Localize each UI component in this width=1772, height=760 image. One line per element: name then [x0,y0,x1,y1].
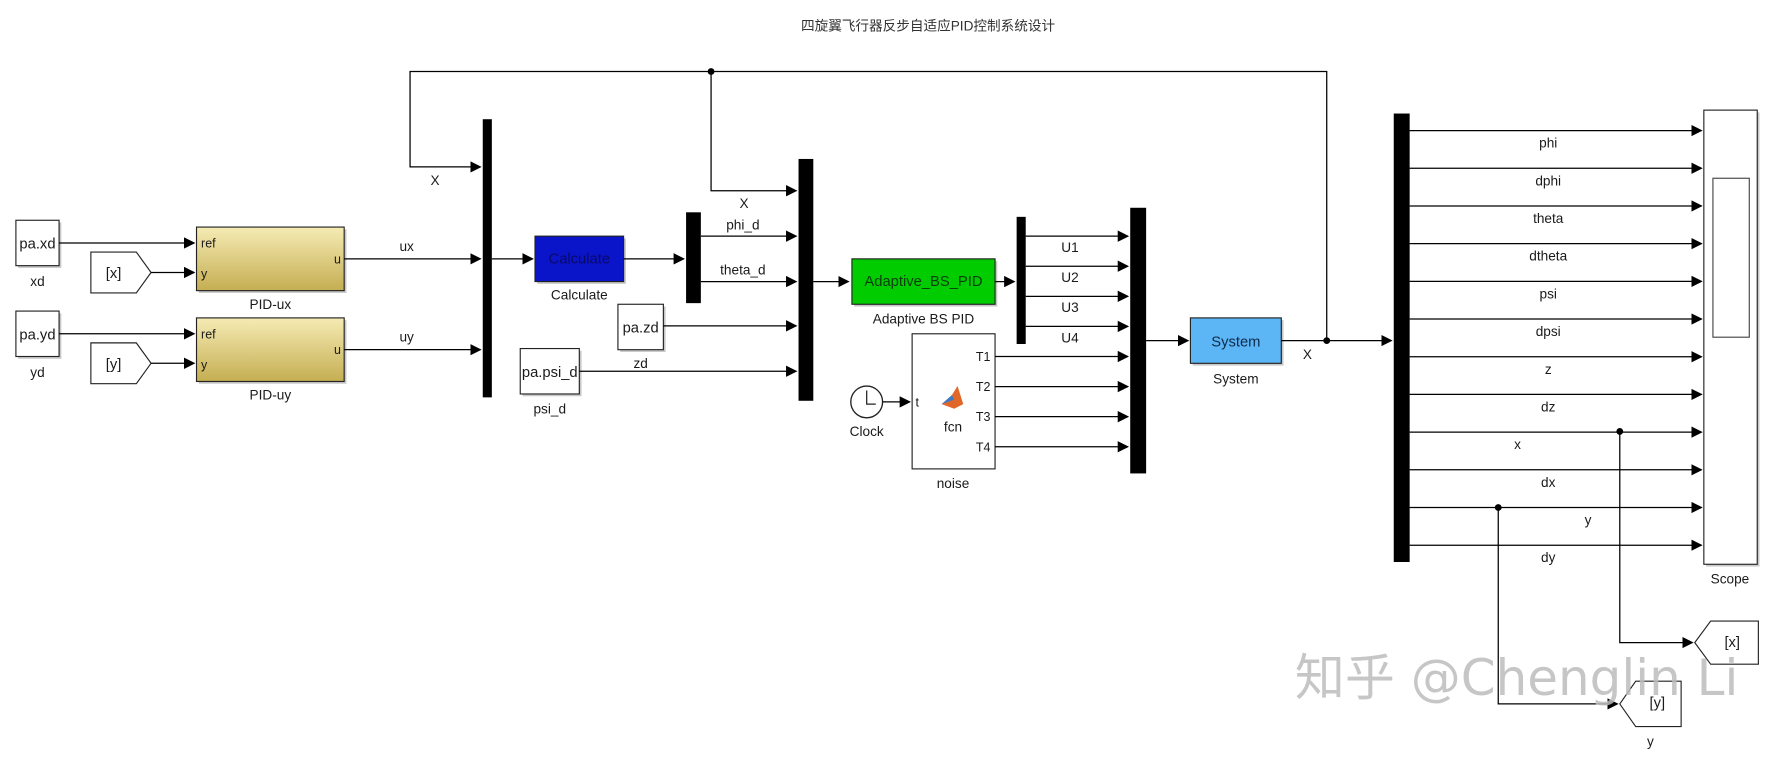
signal-zd-label: zd [633,356,647,371]
signal-dphi-label: dphi [1535,173,1561,188]
model-title: 四旋翼飞行器反步自适应PID控制系统设计 [801,18,1055,34]
signal-u1-label: U1 [1061,240,1078,255]
clock-label: Clock [850,424,884,439]
adaptive-bs-pid-text: Adaptive_BS_PID [864,274,982,290]
wire-y-to-goto[interactable] [1497,507,1619,710]
signal-u2-label: U2 [1061,270,1078,285]
noise-fcn-text: fcn [944,419,962,434]
signal-psi-label: psi [1540,286,1557,301]
clock-icon [866,390,876,405]
wire-x-to-goto[interactable] [1619,431,1694,649]
wire-x-feedback-2[interactable] [710,71,798,197]
wire-x-feedback-1[interactable] [409,70,1328,341]
signal-theta-label: theta [1533,211,1564,226]
signal-z-label: z [1545,362,1552,377]
demux-states[interactable] [1393,113,1410,562]
clock-block[interactable] [850,385,884,419]
pid-uy-port-u: u [334,343,341,357]
demux-1[interactable] [686,212,701,304]
calculate-label: Calculate [551,288,608,303]
zd-constant-value: pa.zd [623,321,659,337]
noise-label: noise [937,476,970,491]
yd-constant-value: pa.yd [19,327,55,343]
yd-constant-block[interactable]: pa.yd [15,310,62,359]
signal-u3-label: U3 [1061,300,1078,315]
pid-ux-port-ref: ref [201,237,216,251]
system-block-text: System [1211,334,1260,350]
system-label: System [1213,372,1258,387]
signal-theta-d-label: theta_d [720,263,765,278]
goto-x-block[interactable]: [x] [1694,620,1759,665]
pid-ux-port-y: y [201,267,208,281]
goto-y-block[interactable]: [y] [1619,680,1682,728]
noise-port-t2: T2 [976,380,991,394]
signal-dx-label: dx [1541,475,1556,490]
psi-d-constant-block[interactable]: pa.psi_d [519,347,582,397]
matlab-logo-icon [941,386,964,409]
demux-2[interactable] [1016,216,1026,345]
signal-uy-label: uy [399,330,414,345]
xd-constant-label: xd [30,274,44,289]
from-y-block[interactable]: [y] [90,342,152,385]
noise-port-t: t [916,395,920,409]
calculate-block-text: Calculate [549,251,611,267]
pid-uy-block[interactable]: ref y u [195,317,347,384]
scope-label: Scope [1711,572,1750,587]
pid-ux-port-u: u [334,252,341,266]
goto-x-tag: [x] [1724,635,1740,651]
xd-constant-value: pa.xd [19,237,55,253]
scope-screen-icon [1712,177,1750,338]
signal-y-label: y [1585,513,1592,528]
xd-constant-block[interactable]: pa.xd [15,219,62,268]
system-block[interactable]: System [1189,317,1284,366]
scope-block[interactable] [1703,109,1760,567]
zd-constant-block[interactable]: pa.zd [617,303,666,352]
psi-d-constant-value: pa.psi_d [522,365,578,381]
signal-x-label: x [1514,437,1521,452]
scope-signal-wires: phi dphi theta dtheta psi dpsi z dz x dx y dy [1409,124,1703,565]
signal-u4-label: U4 [1061,330,1079,345]
pid-uy-port-y: y [201,358,208,372]
signal-ux-label: ux [399,239,414,254]
noise-port-t3: T3 [976,410,991,424]
mux-1[interactable] [482,119,492,398]
from-x-block[interactable]: [x] [90,251,152,294]
pid-uy-port-ref: ref [201,327,216,341]
noise-port-t1: T1 [976,350,991,364]
pid-ux-label: PID-ux [250,297,292,312]
pid-ux-block[interactable]: ref y u [195,226,347,293]
branch-point-system [1323,337,1331,345]
signal-dtheta-label: dtheta [1529,249,1567,264]
psi-d-constant-label: psi_d [533,401,566,416]
mux-2[interactable] [798,158,814,401]
adaptive-bs-pid-label: Adaptive BS PID [873,312,975,327]
noise-port-t4: T4 [976,440,991,454]
signal-x-feedback-2-label: X [739,196,748,211]
signal-dz-label: dz [1541,399,1556,414]
calculate-block[interactable]: Calculate [534,235,626,284]
goto-y-label: y [1647,734,1654,749]
signal-x-feedback-1-label: X [431,173,440,188]
yd-constant-label: yd [30,365,44,380]
pid-uy-label: PID-uy [250,388,292,403]
from-x-tag: [x] [106,266,122,282]
from-y-tag: [y] [106,357,122,373]
signal-system-out-label: X [1303,347,1312,362]
signal-dpsi-label: dpsi [1536,324,1561,339]
adaptive-bs-pid-block[interactable]: Adaptive_BS_PID [851,258,998,307]
goto-y-tag: [y] [1649,695,1665,711]
mux-3[interactable] [1130,207,1147,474]
signal-dy-label: dy [1541,550,1556,565]
watermark: 知乎 @Chenglin Li [1295,649,1738,707]
signal-phi-d-label: phi_d [726,217,759,232]
signal-phi-label: phi [1539,136,1557,151]
